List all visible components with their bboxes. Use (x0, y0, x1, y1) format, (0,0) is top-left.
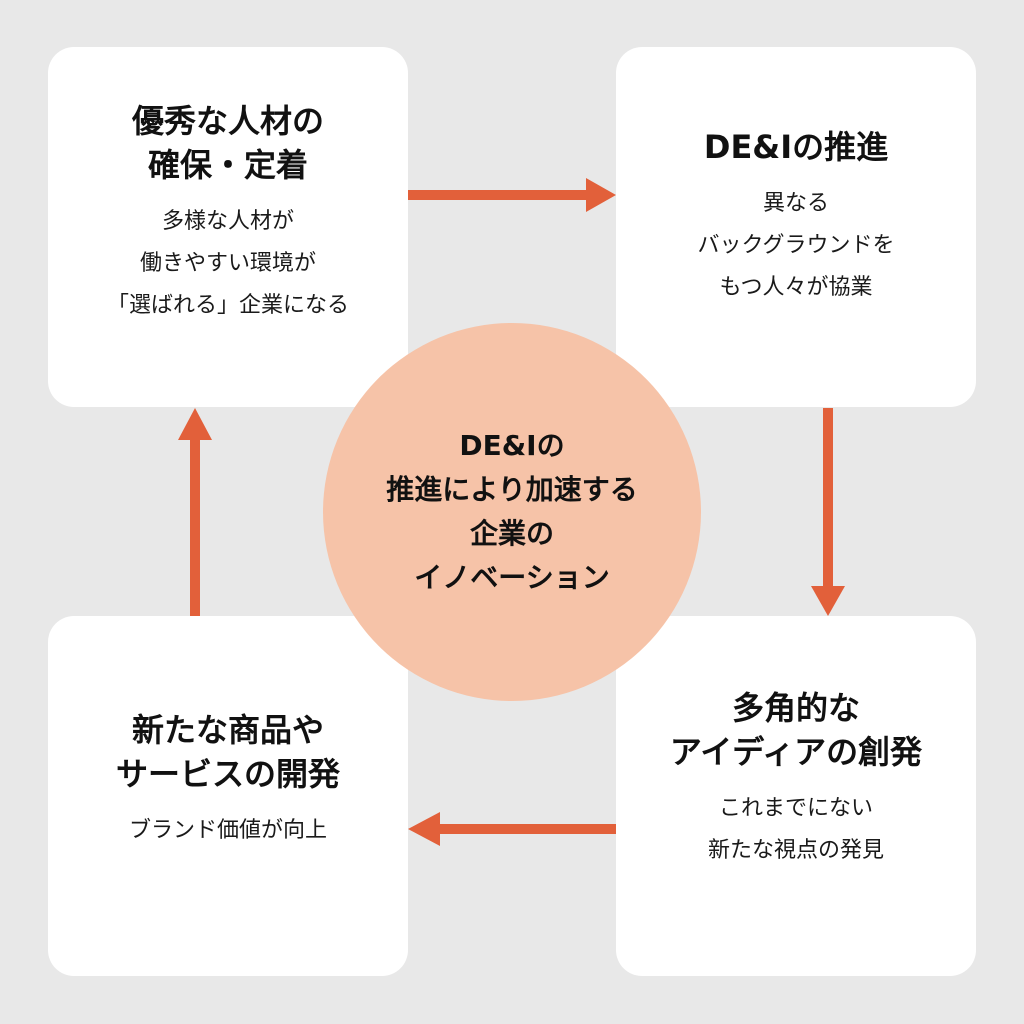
card-title-new-products: 新たな商品や サービスの開発 (115, 711, 340, 793)
card-dei-promotion: DE&Iの推進 異なる バックグラウンドを もつ人々が協業 (616, 47, 976, 407)
card-title-dei-promotion: DE&Iの推進 (703, 128, 889, 166)
arrow-right-icon (408, 178, 616, 212)
card-body-dei-promotion: 異なる バックグラウンドを もつ人々が協業 (697, 191, 895, 300)
arrow-up-icon (178, 408, 212, 616)
card-title-talent-retention: 優秀な人材の 確保・定着 (131, 102, 324, 184)
card-diverse-ideas: 多角的な アイディアの創発 これまでにない 新たな視点の発見 (616, 616, 976, 976)
center-innovation-circle: DE&Iの 推進により加速する 企業の イノベーション (323, 323, 701, 701)
card-title-diverse-ideas: 多角的な アイディアの創発 (669, 689, 923, 771)
center-innovation-text: DE&Iの 推進により加速する 企業の イノベーション (386, 429, 638, 594)
arrow-down-icon (811, 408, 845, 616)
card-talent-retention: 優秀な人材の 確保・定着 多様な人材が 働きやすい環境が 「選ばれる」企業になる (48, 47, 408, 407)
card-body-talent-retention: 多様な人材が 働きやすい環境が 「選ばれる」企業になる (106, 209, 349, 318)
card-body-new-products: ブランド価値が向上 (128, 818, 327, 843)
card-new-products: 新たな商品や サービスの開発 ブランド価値が向上 (48, 616, 408, 976)
arrow-left-icon (408, 812, 616, 846)
card-body-diverse-ideas: これまでにない 新たな視点の発見 (707, 796, 884, 863)
